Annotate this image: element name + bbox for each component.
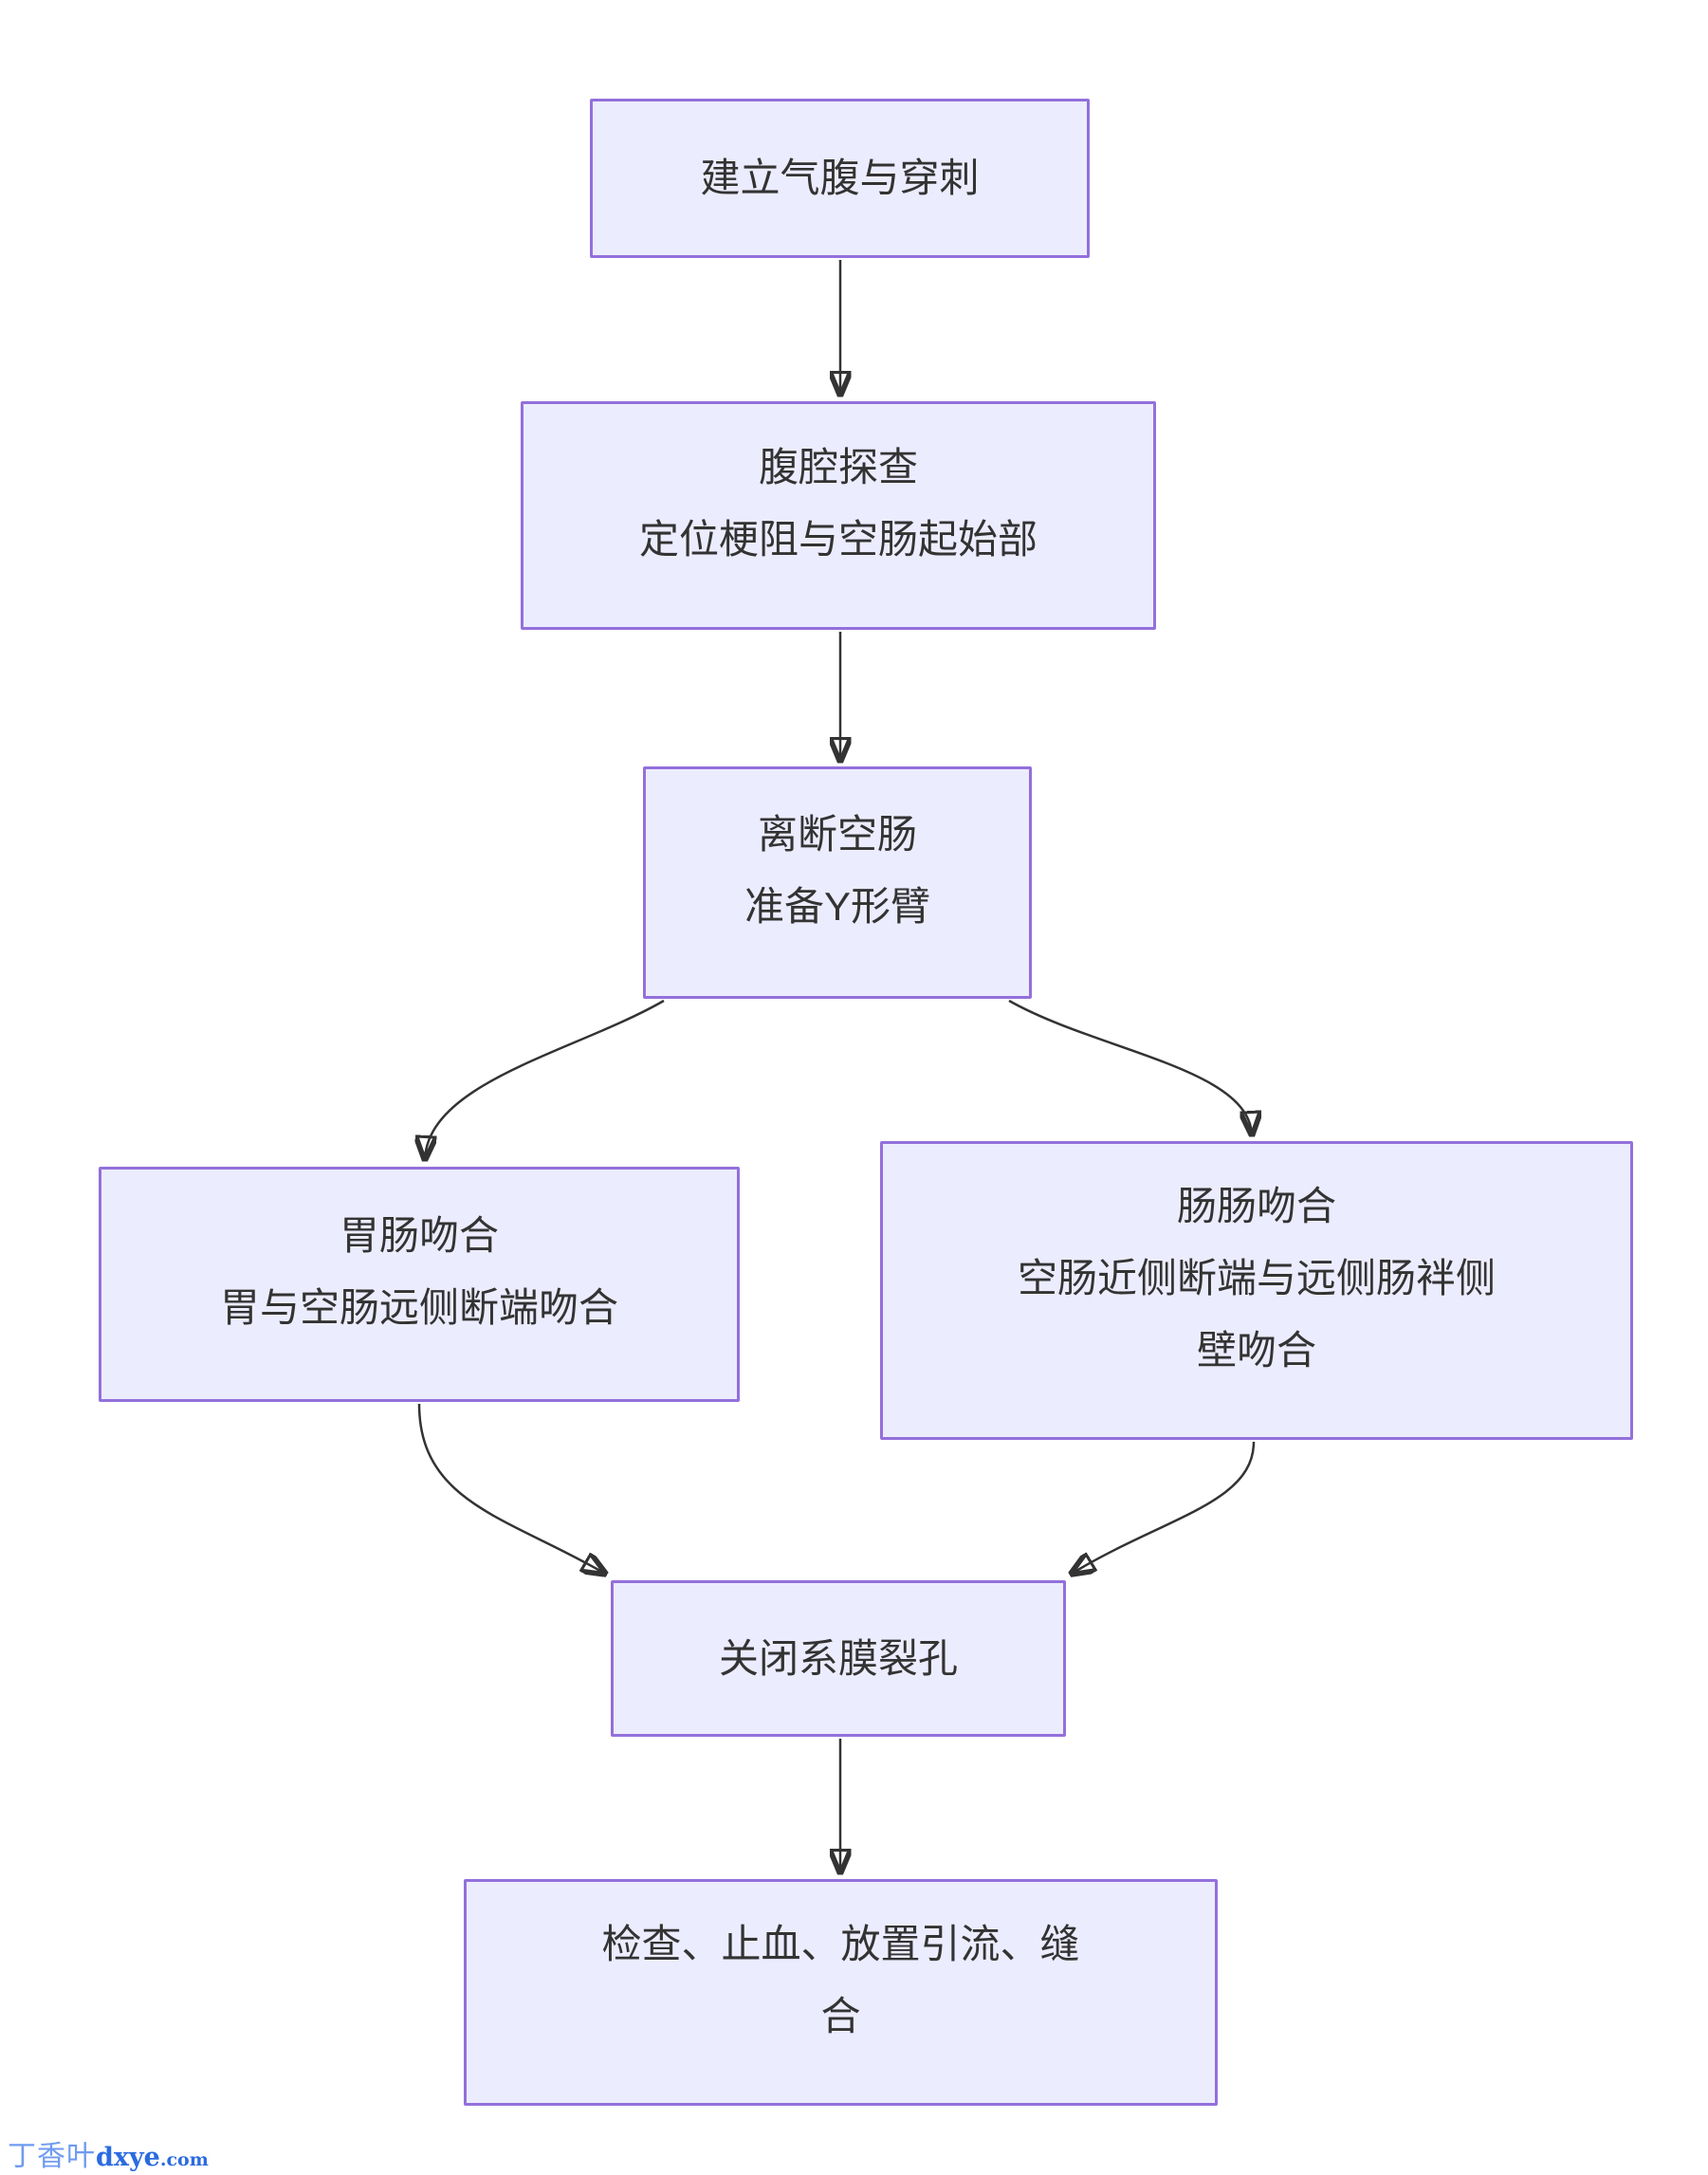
node-text-line: 腹腔探查	[758, 444, 918, 489]
node-close-mesenteric-defect: 关闭系膜裂孔	[611, 1580, 1066, 1737]
node-text-line: 空肠近侧断端与远侧肠袢侧	[1017, 1255, 1496, 1300]
edge-gastrojejunostomy-to-close-mesentery-arrow	[417, 1403, 605, 1574]
watermark-brand-cn: 丁香叶	[8, 2141, 96, 2172]
node-text-line: 合	[820, 1993, 861, 2038]
node-text-line: 检查、止血、放置引流、缝	[601, 1921, 1080, 1966]
node-abdominal-exploration: 腹腔探查 定位梗阻与空肠起始部	[521, 401, 1156, 630]
watermark: 丁香叶 dxye .com	[8, 2132, 209, 2174]
node-establish-pneumoperitoneum: 建立气腹与穿刺	[590, 99, 1090, 258]
node-text-line: 胃与空肠远侧断端吻合	[219, 1285, 618, 1330]
node-final-steps: 检查、止血、放置引流、缝 合	[464, 1879, 1218, 2106]
node-text-line: 准备Y形臂	[744, 883, 930, 929]
watermark-brand-tld: .com	[159, 2149, 209, 2170]
edge-transect-to-gastrojejunostomy-arrow	[425, 999, 665, 1159]
node-text-line: 建立气腹与穿刺	[700, 156, 980, 200]
node-text-line: 肠肠吻合	[1176, 1183, 1336, 1228]
node-jejunojejunostomy: 肠肠吻合 空肠近侧断端与远侧肠袢侧 壁吻合	[880, 1141, 1633, 1440]
node-text-line: 胃肠吻合	[339, 1213, 499, 1258]
edge-transect-to-jejunojejunostomy-arrow	[1008, 999, 1252, 1134]
node-transect-jejunum: 离断空肠 准备Y形臂	[643, 766, 1032, 999]
edge-jejunojejunostomy-to-close-mesentery-arrow	[1072, 1441, 1256, 1574]
node-text-line: 离断空肠	[757, 811, 917, 857]
node-gastrojejunostomy: 胃肠吻合 胃与空肠远侧断端吻合	[99, 1167, 740, 1402]
node-text-line: 壁吻合	[1196, 1327, 1316, 1373]
node-text-line: 定位梗阻与空肠起始部	[638, 516, 1038, 562]
node-text-line: 关闭系膜裂孔	[718, 1635, 958, 1681]
watermark-brand-en: dxye	[96, 2143, 160, 2172]
